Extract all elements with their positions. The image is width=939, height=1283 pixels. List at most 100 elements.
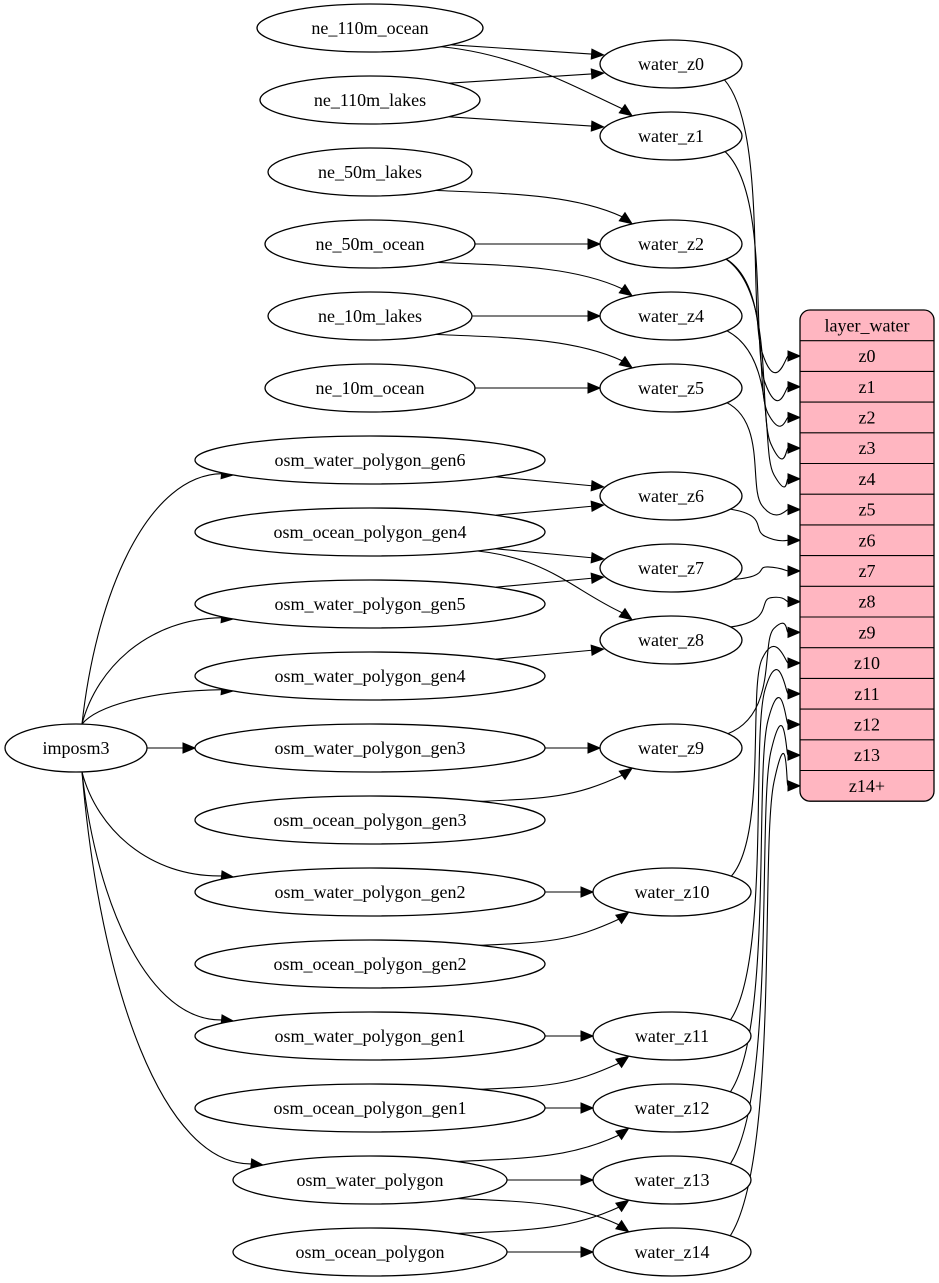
record-field-z8: z8 <box>859 592 876 612</box>
edge-ne-10m-ocean-to-water-z5-arrowhead <box>587 382 602 394</box>
edge-water-z9-to-layer-water-z9 <box>720 622 789 737</box>
node-shape <box>592 1083 752 1133</box>
node-water-z4: water_z4 <box>599 291 743 341</box>
node-label: osm_water_polygon_gen2 <box>275 882 466 902</box>
node-label: osm_ocean_polygon_gen4 <box>274 522 467 542</box>
node-label: osm_water_polygon_gen6 <box>275 450 466 470</box>
node-shape <box>232 1227 508 1277</box>
node-water-z5: water_z5 <box>599 363 743 413</box>
node-label: water_z0 <box>638 54 704 74</box>
edge-ne-50m-ocean-to-water-z4 <box>427 261 623 290</box>
node-label: osm_water_polygon_gen4 <box>275 666 466 686</box>
edge-water-z4-to-layer-water-z4 <box>720 327 789 488</box>
edge-osm-water-polygon-to-water-z13-arrowhead <box>580 1174 595 1186</box>
node-ne-50m-ocean: ne_50m_ocean <box>264 219 476 269</box>
node-shape <box>264 219 476 269</box>
node-label: water_z5 <box>638 378 704 398</box>
node-label: osm_ocean_polygon_gen2 <box>274 954 467 974</box>
record-field-z7: z7 <box>859 561 876 581</box>
node-shape <box>267 291 473 341</box>
record-field-z11: z11 <box>854 684 879 704</box>
node-shape <box>599 471 743 521</box>
edge-water-z4-to-layer-water-z4-arrowhead <box>787 473 802 485</box>
node-osm-ocean-polygon-gen2: osm_ocean_polygon_gen2 <box>194 939 546 989</box>
node-osm-water-polygon-gen1: osm_water_polygon_gen1 <box>194 1011 546 1061</box>
node-shape <box>259 75 481 125</box>
node-osm-ocean-polygon: osm_ocean_polygon <box>232 1227 508 1277</box>
edge-ne-110m-ocean-to-water-z1-arrowhead <box>618 103 634 117</box>
node-label: osm_ocean_polygon <box>296 1242 445 1262</box>
edge-water-z7-to-layer-water-z7 <box>720 566 789 581</box>
record-field-z10: z10 <box>854 653 880 673</box>
node-label: ne_50m_lakes <box>318 162 422 182</box>
edge-water-z2-to-layer-water-z3 <box>720 255 789 460</box>
node-shape <box>599 219 743 269</box>
edge-ne-10m-lakes-to-water-z5 <box>426 333 623 362</box>
node-ne-110m-ocean: ne_110m_ocean <box>256 3 484 53</box>
nodes-layer: ne_110m_ocean ne_110m_lakes ne_50m_lakesne… <box>4 3 752 1277</box>
node-osm-water-polygon-gen2: osm_water_polygon_gen2 <box>194 867 546 917</box>
node-shape <box>592 867 752 917</box>
edge-imposm3-to-osm-water-polygon-gen3-arrowhead <box>182 742 197 754</box>
edge-ne-110m-lakes-to-water-z1-arrowhead <box>590 120 605 132</box>
node-shape <box>194 651 546 701</box>
edge-osm-ocean-polygon-gen4-to-water-z7 <box>495 548 592 559</box>
node-shape <box>599 39 743 89</box>
node-shape <box>194 867 546 917</box>
node-water-z7: water_z7 <box>599 543 743 593</box>
node-shape <box>599 363 743 413</box>
edge-imposm3-to-osm-water-polygon-gen5 <box>81 617 222 725</box>
record-field-z14: z14+ <box>849 776 885 796</box>
edge-osm-water-polygon-to-water-z14-arrowhead <box>615 1219 630 1233</box>
edge-osm-water-polygon-gen1-to-water-z11-arrowhead <box>580 1030 595 1042</box>
edge-water-z5-to-layer-water-z5 <box>720 399 789 516</box>
node-ne-10m-ocean: ne_10m_ocean <box>264 363 476 413</box>
edge-ne-50m-lakes-to-water-z2 <box>426 189 623 218</box>
node-osm-water-polygon-gen3: osm_water_polygon_gen3 <box>194 723 546 773</box>
edge-water-z14-to-layer-water-z14 <box>726 752 789 1241</box>
node-water-z14: water_z14 <box>592 1227 752 1277</box>
edge-water-z0-to-layer-water-z0-arrowhead <box>787 350 802 362</box>
record-field-z0: z0 <box>859 346 876 366</box>
edge-water-z9-to-layer-water-z9-arrowhead <box>787 626 802 639</box>
edge-water-z7-to-layer-water-z7-arrowhead <box>787 565 802 577</box>
record-field-z13: z13 <box>854 745 880 765</box>
edge-ne-10m-lakes-to-water-z5-arrowhead <box>618 355 634 369</box>
node-label: water_z11 <box>635 1026 709 1046</box>
edge-osm-water-polygon-gen6-to-water-z6 <box>495 476 592 487</box>
edge-water-z1-to-layer-water-z1-arrowhead <box>787 381 802 393</box>
edge-water-z10-to-layer-water-z10 <box>726 645 789 881</box>
node-label: ne_10m_ocean <box>316 378 425 398</box>
edge-osm-ocean-polygon-gen2-to-water-z10 <box>466 918 619 947</box>
node-label: ne_10m_lakes <box>318 306 422 326</box>
node-label: water_z7 <box>638 558 704 578</box>
edge-water-z11-to-layer-water-z11-arrowhead <box>787 688 802 700</box>
node-osm-ocean-polygon-gen1: osm_ocean_polygon_gen1 <box>194 1083 546 1133</box>
node-ne-110m-lakes: ne_110m_lakes <box>259 75 481 125</box>
edge-water-z2-to-layer-water-z2-arrowhead <box>787 411 802 424</box>
edge-osm-ocean-polygon-to-water-z14-arrowhead <box>580 1246 595 1258</box>
node-imposm3: imposm3 <box>4 723 148 773</box>
node-label: water_z2 <box>638 234 704 254</box>
node-label: ne_110m_lakes <box>314 90 426 110</box>
record-field-z9: z9 <box>859 622 876 642</box>
edge-osm-ocean-polygon-gen3-to-water-z9-arrowhead <box>618 767 634 781</box>
node-label: water_z1 <box>638 126 704 146</box>
edge-water-z8-to-layer-water-z8-arrowhead <box>787 595 802 608</box>
record-field-z2: z2 <box>859 407 876 427</box>
node-water-z2: water_z2 <box>599 219 743 269</box>
edge-imposm3-to-osm-water-polygon <box>81 771 252 1165</box>
node-label: water_z9 <box>638 738 704 758</box>
edge-water-z13-to-layer-water-z13-arrowhead <box>787 749 802 761</box>
edge-ne-110m-ocean-to-water-z1 <box>432 45 623 110</box>
edge-ne-50m-lakes-to-water-z2-arrowhead <box>618 211 634 225</box>
edge-ne-50m-ocean-to-water-z2-arrowhead <box>587 238 602 250</box>
node-osm-water-polygon: osm_water_polygon <box>232 1155 508 1205</box>
edge-osm-ocean-polygon-gen4-to-water-z6-arrowhead <box>590 500 605 513</box>
node-water-z11: water_z11 <box>592 1011 752 1061</box>
node-water-z1: water_z1 <box>599 111 743 161</box>
node-shape <box>194 1011 546 1061</box>
edge-ne-110m-lakes-to-water-z0 <box>449 73 592 84</box>
edges-layer <box>81 44 802 1258</box>
edge-water-z12-to-layer-water-z12-arrowhead <box>787 718 802 731</box>
